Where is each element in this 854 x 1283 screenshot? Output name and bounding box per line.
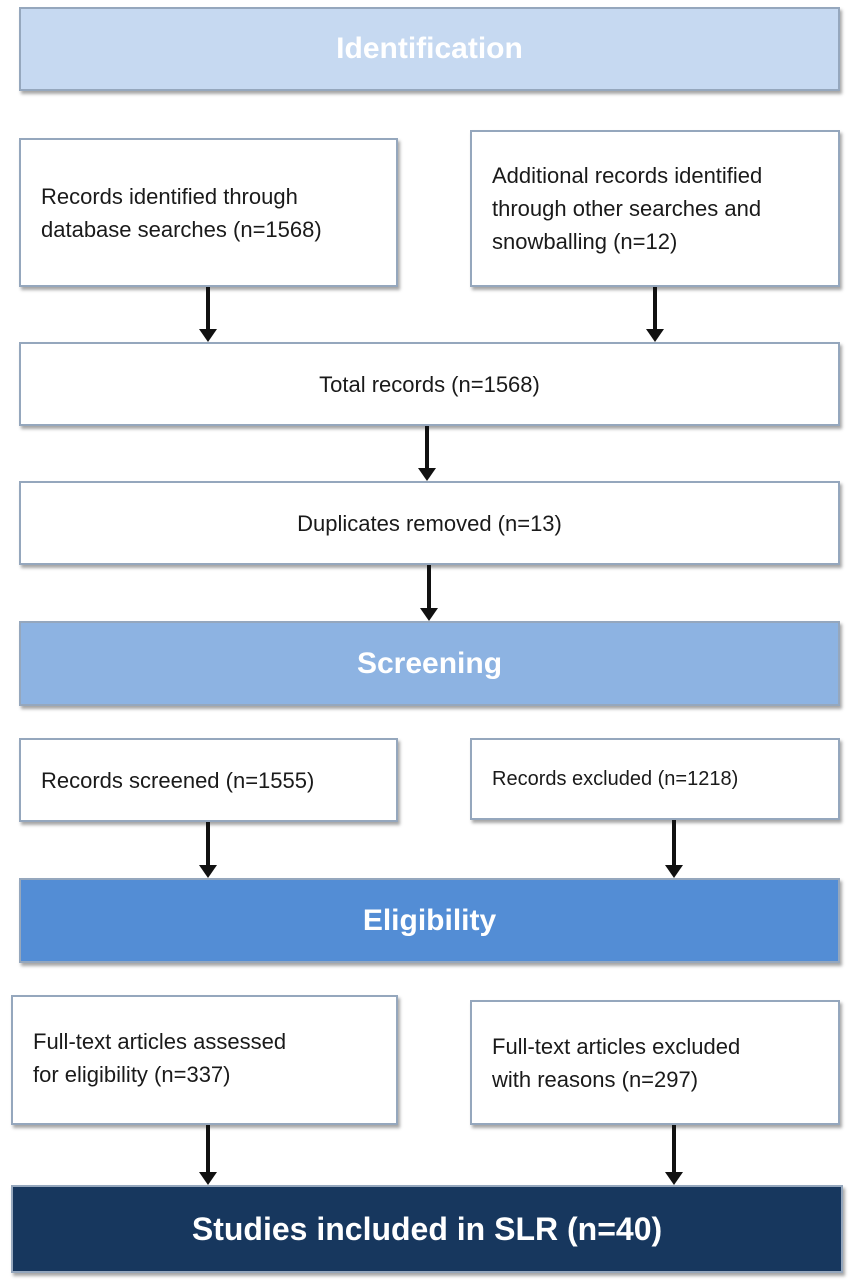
eligibility-banner: Eligibility bbox=[19, 878, 840, 963]
eligibility-label: Eligibility bbox=[362, 903, 497, 937]
arrow-fulltext-excluded-to-included bbox=[664, 1125, 684, 1185]
arrow-total-to-duplicates bbox=[417, 426, 437, 481]
records-excluded-box: Records excluded (n=1218) bbox=[470, 738, 840, 820]
screening-label: Screening bbox=[356, 646, 503, 680]
arrow-screened-to-eligibility bbox=[198, 822, 218, 878]
identification-label: Identification bbox=[336, 32, 523, 65]
screening-banner: Screening bbox=[19, 621, 840, 706]
database-records-text: Records identified through database sear… bbox=[41, 183, 322, 242]
included-label: Studies included in SLR (n=40) bbox=[191, 1210, 663, 1247]
records-excluded-text: Records excluded (n=1218) bbox=[492, 767, 739, 790]
duplicates-removed-box: Duplicates removed (n=13) bbox=[19, 481, 840, 565]
database-records-box: Records identified through database sear… bbox=[19, 138, 398, 287]
arrow-database-to-total bbox=[198, 287, 218, 342]
fulltext-excluded-box: Full-text articles excluded with reasons… bbox=[470, 1000, 840, 1125]
arrow-duplicates-to-screening bbox=[419, 565, 439, 621]
fulltext-excluded-text: Full-text articles excluded with reasons… bbox=[492, 1033, 741, 1092]
total-records-box: Total records (n=1568) bbox=[19, 342, 840, 426]
additional-records-text: Additional records identified through ot… bbox=[492, 163, 763, 254]
arrow-excluded-to-eligibility bbox=[664, 820, 684, 878]
duplicates-removed-text: Duplicates removed (n=13) bbox=[297, 510, 562, 536]
fulltext-assessed-text: Full-text articles assessed for eligibil… bbox=[33, 1029, 287, 1087]
records-screened-text: Records screened (n=1555) bbox=[41, 767, 315, 793]
arrow-additional-to-total bbox=[645, 287, 665, 342]
additional-records-box: Additional records identified through ot… bbox=[470, 130, 840, 287]
identification-banner: Identification bbox=[19, 7, 840, 91]
fulltext-assessed-box: Full-text articles assessed for eligibil… bbox=[11, 995, 398, 1125]
arrow-assessed-to-included bbox=[198, 1125, 218, 1185]
included-banner: Studies included in SLR (n=40) bbox=[11, 1185, 843, 1273]
total-records-text: Total records (n=1568) bbox=[319, 371, 540, 397]
records-screened-box: Records screened (n=1555) bbox=[19, 738, 398, 822]
